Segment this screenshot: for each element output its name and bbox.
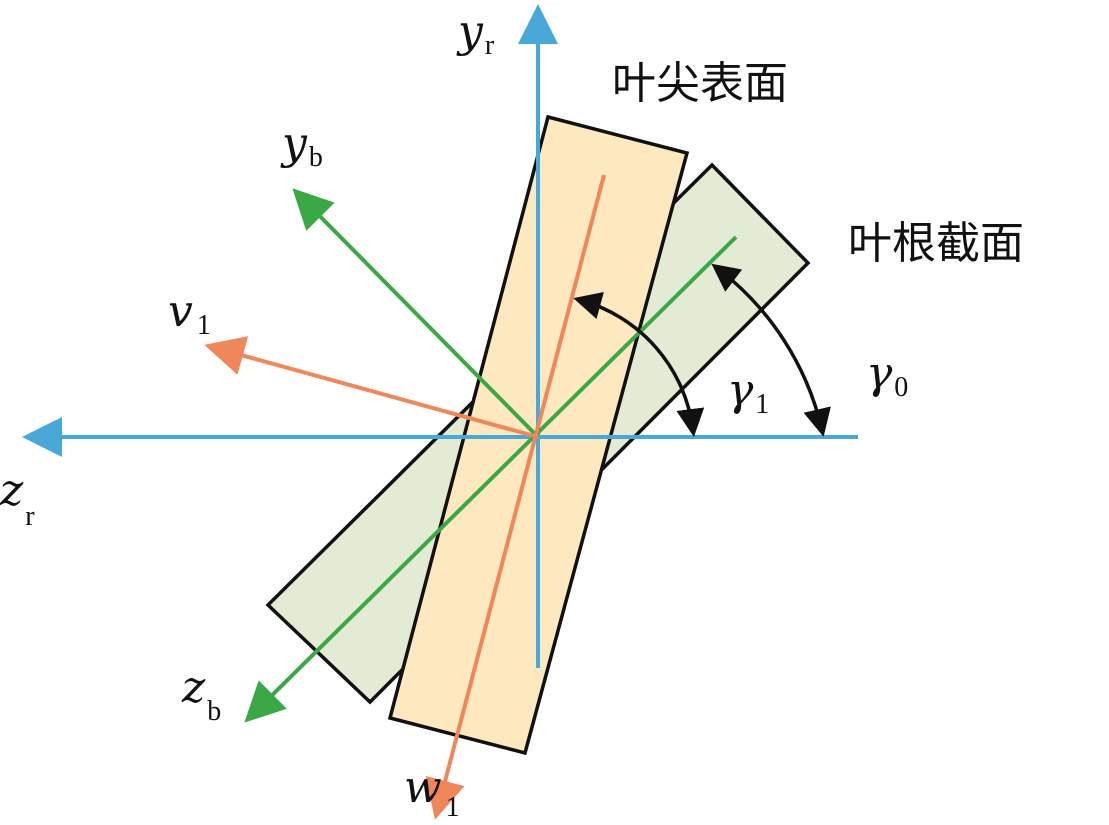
gamma0-label: γ0 xyxy=(866,348,908,403)
v1-axis xyxy=(204,336,539,439)
gamma1-label: γ1 xyxy=(727,365,769,420)
tip-surface-label: 叶尖表面 xyxy=(612,58,788,109)
yb-axis xyxy=(292,188,540,439)
w1-axis xyxy=(425,174,606,820)
zr-label: zr xyxy=(0,465,35,532)
gamma1-arc xyxy=(573,292,705,437)
root-section-label: 叶根截面 xyxy=(848,218,1024,269)
gamma0-arc xyxy=(711,263,831,437)
yb-label: yb xyxy=(280,118,323,173)
yr-label: yr xyxy=(456,6,495,61)
zb-label: zb xyxy=(181,662,221,727)
